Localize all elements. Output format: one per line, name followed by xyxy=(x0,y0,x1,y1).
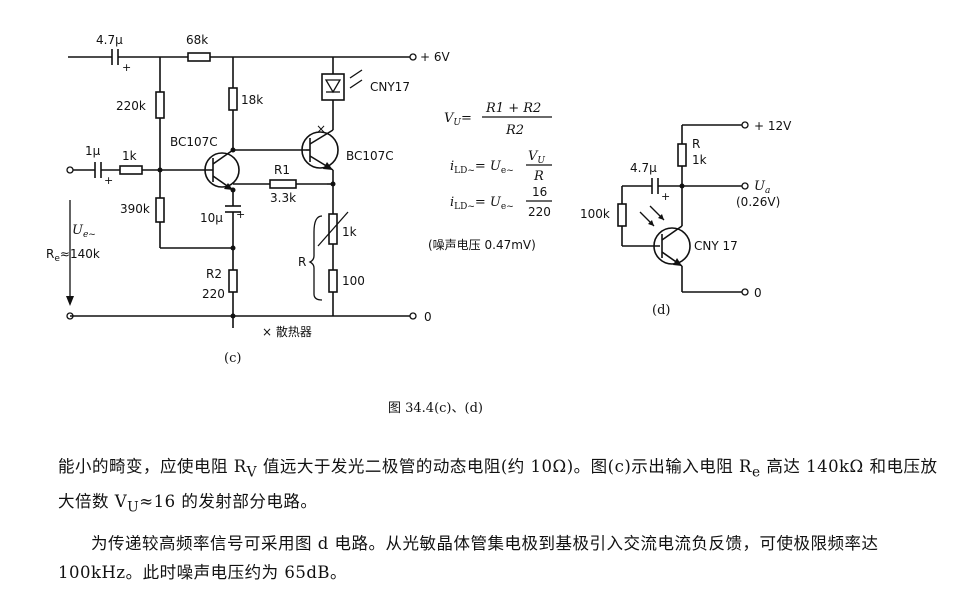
rv-100-label: 100 xyxy=(342,274,365,288)
formulas: VU= R1 + R2 R2 iLD~= Ue~ VU R iLD~= Ue~ … xyxy=(428,101,552,252)
r100k-label: 100k xyxy=(580,207,610,221)
r68k-label: 68k xyxy=(186,33,208,47)
heatsink-mark: × xyxy=(316,122,326,136)
r390k-label: 390k xyxy=(120,202,150,216)
ue-label: Ue~ xyxy=(72,223,96,240)
cap-1u-label: 1μ xyxy=(85,144,101,158)
rv-1k-label: 1k xyxy=(342,225,357,239)
circuit-figure: + 4.7μ 68k + 6V 220k 390k 18k + 1μ 1k Ue… xyxy=(46,33,792,416)
r1k-in-label: 1k xyxy=(122,149,137,163)
r1-value: 3.3k xyxy=(270,191,296,205)
figure-caption: 图 34.4(c)、(d) xyxy=(388,401,483,416)
tag-d: (d) xyxy=(652,303,670,318)
r220k-label: 220k xyxy=(116,99,146,113)
ild2-numerator: 16 xyxy=(532,185,547,199)
supply-12v-label: + 12V xyxy=(754,119,792,133)
r18k-label: 18k xyxy=(241,93,263,107)
noise-note: (噪声电压 0.47mV) xyxy=(428,238,536,252)
paragraph-1: 能小的畸变，应使电阻 RV 值远大于发光二极管的动态电阻(约 10Ω)。图(c)… xyxy=(58,457,938,516)
rv-label: R xyxy=(298,255,306,269)
circuit-d: + 12V R 1k Ua (0.26V) + 4.7μ 100k CNY 17 xyxy=(580,119,792,318)
cap-10u-label: 10μ xyxy=(200,211,223,225)
plus-mark: + xyxy=(104,174,113,187)
plus-mark: + xyxy=(236,208,245,221)
r2-label: R2 xyxy=(206,267,222,281)
cap-d-label: 4.7μ xyxy=(630,161,657,175)
supply-6v-label: + 6V xyxy=(420,50,451,64)
re-label: Re≈140k xyxy=(46,247,100,264)
ild1-lhs: iLD~= Ue~ xyxy=(450,159,514,176)
t2-label: BC107C xyxy=(346,149,394,163)
vu-numerator: R1 + R2 xyxy=(485,101,541,116)
rd-label: R xyxy=(692,137,700,151)
heatsink-label: × 散热器 xyxy=(262,324,312,339)
plus-mark: + xyxy=(661,190,670,203)
cap-top-label: 4.7μ xyxy=(96,33,123,47)
ua-value: (0.26V) xyxy=(736,195,780,209)
plus-mark: + xyxy=(122,61,131,74)
ild1-numerator: VU xyxy=(528,149,545,166)
paragraph-2: 为传递较高频率信号可采用图 d 电路。从光敏晶体管集电极到基极引入交流电流负反馈… xyxy=(58,533,879,582)
r1-label: R1 xyxy=(274,163,290,177)
vu-lhs: VU= xyxy=(444,111,472,128)
cny17-d-label: CNY 17 xyxy=(694,239,738,253)
ground-d-label: 0 xyxy=(754,286,762,300)
vu-denominator: R2 xyxy=(505,123,524,138)
ild2-lhs: iLD~= Ue~ xyxy=(450,195,514,212)
ground-c-label: 0 xyxy=(424,310,432,324)
led-label: CNY17 xyxy=(370,80,410,94)
t1-label: BC107C xyxy=(170,135,218,149)
r2-value: 220 xyxy=(202,287,225,301)
circuit-c: + 4.7μ 68k + 6V 220k 390k 18k + 1μ 1k Ue… xyxy=(46,33,451,366)
rd-value: 1k xyxy=(692,153,707,167)
tag-c: (c) xyxy=(224,351,241,366)
body-text: 能小的畸变，应使电阻 RV 值远大于发光二极管的动态电阻(约 10Ω)。图(c)… xyxy=(58,452,938,587)
ua-label: Ua xyxy=(754,179,770,196)
ild1-denominator: R xyxy=(533,169,544,184)
ild2-denominator: 220 xyxy=(528,205,551,219)
